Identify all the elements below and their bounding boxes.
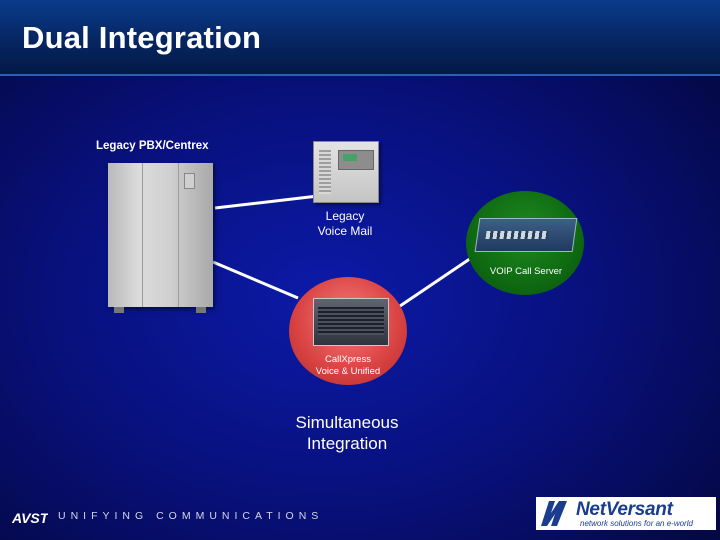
callxpress-server-icon: [313, 298, 389, 346]
avst-logo-icon: AVST: [12, 510, 48, 526]
voice-mail-server-icon: [313, 141, 379, 203]
line-voip-to-callxpress: [399, 250, 481, 308]
callxpress-label: CallXpress Voice & Unified: [315, 354, 381, 377]
voice-mail-label: Legacy Voice Mail: [317, 209, 373, 238]
pbx-cabinet: [108, 163, 213, 313]
header-bar: Dual Integration: [0, 0, 720, 76]
avst-logo-text: AVST: [12, 510, 48, 526]
simultaneous-integration-caption: Simultaneous Integration: [295, 413, 399, 453]
line-pbx-to-callxpress: [212, 260, 299, 300]
pbx-slot: [184, 173, 195, 189]
netversant-name: NetVersant: [576, 499, 673, 520]
unifying-communications-tagline: UNIFYING COMMUNICATIONS: [58, 510, 324, 522]
slide-title: Dual Integration: [22, 20, 262, 55]
pbx-label: Legacy PBX/Centrex: [96, 140, 209, 152]
voip-router-icon: [474, 218, 578, 252]
netversant-tagline: network solutions for an e-world: [580, 519, 693, 528]
netversant-mark-icon: [541, 501, 567, 526]
voip-label: VOIP Call Server: [489, 266, 563, 277]
netversant-logo: NetVersant network solutions for an e-wo…: [536, 497, 716, 530]
line-pbx-to-voicemail: [214, 194, 319, 210]
